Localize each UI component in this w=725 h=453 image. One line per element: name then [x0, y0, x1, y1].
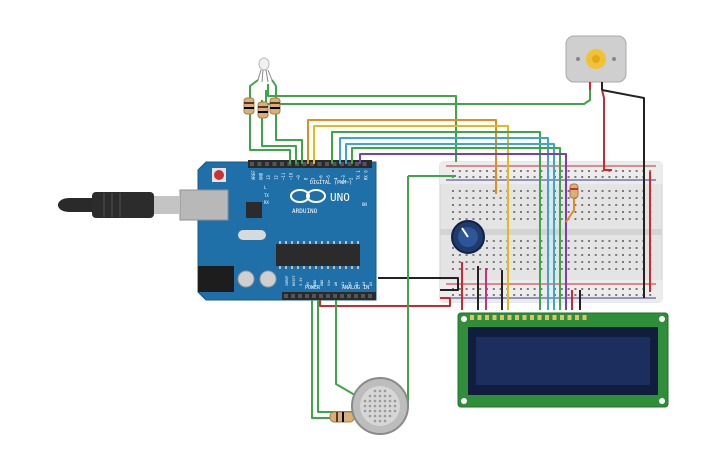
potentiometer-icon[interactable]: [451, 220, 485, 254]
lcd-pin: [515, 315, 519, 320]
arduino-logo-icon: [290, 189, 326, 203]
arduino-brand: ARDUINO: [292, 208, 318, 215]
rgb-led-icon[interactable]: [257, 57, 273, 83]
digital-pin-label: 8: [304, 177, 309, 180]
digital-pin-label: TX 1: [356, 170, 361, 180]
power-analog-pin-label: RESET: [292, 275, 296, 286]
power-analog-pin-label: 5V: [306, 281, 310, 286]
arduino-uno-board[interactable]: ARDUINO UNO DIGITAL (PWM~) POWER ANALOG …: [179, 160, 377, 301]
power-label: POWER: [305, 285, 321, 291]
lcd-pin: [567, 315, 572, 320]
power-analog-pin-label: A4: [362, 282, 366, 286]
lcd-pin: [492, 315, 497, 320]
lcd-pin: [477, 315, 482, 320]
power-analog-pin-label: A3: [355, 282, 359, 286]
power-analog-pin-label: A2: [348, 282, 352, 286]
digital-pin-label: AREF: [251, 170, 256, 180]
power-jack: [198, 266, 234, 292]
digital-pin-label: RX 0: [364, 170, 369, 180]
lcd-pin: [522, 315, 527, 320]
digital-pin-label: 4: [334, 177, 339, 180]
atmega-chip: [276, 244, 360, 266]
lcd-pin: [560, 315, 564, 320]
digital-pin-label: 12: [274, 175, 279, 180]
wires: [249, 79, 651, 419]
digital-pin-label: ~6: [319, 175, 324, 180]
on-label: ON: [362, 202, 367, 207]
digital-pin-label: ~11: [281, 172, 286, 180]
digital-pin-label: ~10: [289, 172, 294, 180]
lcd-pin: [575, 315, 579, 320]
rx-label: RX: [264, 200, 269, 205]
power-analog-pin-label: A5: [369, 282, 373, 286]
lcd-pin: [485, 315, 489, 320]
lcd-pin: [507, 315, 512, 320]
power-analog-pin-label: GND: [313, 280, 317, 286]
power-analog-pin-label: A1: [341, 282, 345, 286]
digital-pin-label: ~9: [296, 175, 301, 180]
reset-button[interactable]: [214, 170, 224, 180]
digital-pin-label: 7: [311, 177, 316, 180]
digital-label: DIGITAL (PWM~): [310, 180, 352, 186]
tx-label: TX: [264, 193, 269, 198]
lcd-pin: [470, 315, 474, 320]
usb-port: [179, 189, 229, 221]
breadboard[interactable]: [439, 161, 663, 303]
l-label: L: [264, 185, 267, 190]
digital-pin-label: GND: [259, 172, 264, 180]
dc-motor-icon[interactable]: [565, 35, 627, 90]
gas-sensor-icon[interactable]: [351, 377, 409, 435]
lcd-screen: [476, 337, 650, 385]
analog-label: ANALOG IN: [342, 285, 369, 291]
power-analog-pin-label: A0: [334, 282, 338, 286]
lcd-pin: [545, 315, 549, 320]
power-analog-pin-label: IOREF: [285, 275, 289, 286]
power-analog-pin-label: GND: [320, 280, 324, 286]
digital-pin-label: 2: [349, 177, 354, 180]
digital-pin-label: ~3: [341, 175, 346, 180]
digital-pin-label: ~5: [326, 175, 331, 180]
lcd-pin: [530, 315, 534, 320]
resistor-icon: [243, 97, 579, 423]
power-analog-pin-label: 3.3V: [299, 277, 303, 286]
digital-pin-label: 13: [266, 175, 271, 180]
lcd-pin: [582, 315, 587, 320]
lcd-pin: [552, 315, 557, 320]
lcd-16x2-icon[interactable]: [457, 312, 669, 408]
power-analog-pin-label: Vin: [327, 280, 331, 286]
arduino-model: UNO: [330, 191, 350, 204]
lcd-pin-header: [470, 315, 587, 320]
usb-cable-icon[interactable]: [58, 192, 180, 218]
lcd-pin: [500, 315, 504, 320]
lcd-pin: [537, 315, 542, 320]
